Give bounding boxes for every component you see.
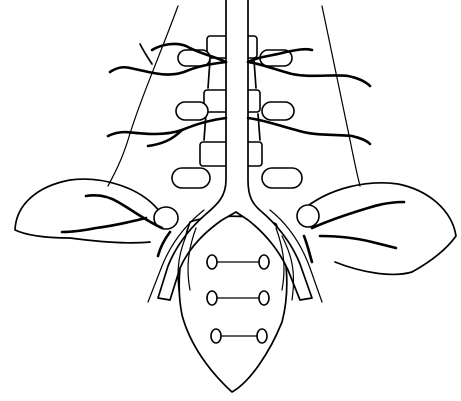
lumbar-artery-l1c bbox=[140, 44, 152, 64]
iliolumbar-artery-right-c bbox=[304, 236, 312, 262]
foramen-r2 bbox=[259, 291, 269, 305]
iliac-wing-left bbox=[15, 179, 160, 243]
lumbar-artery-r1 bbox=[248, 62, 370, 86]
lumbar-artery-l2 bbox=[108, 118, 226, 136]
transverse-process-r2 bbox=[262, 102, 294, 120]
iliolumbar-artery-right-b bbox=[320, 236, 396, 248]
lumbar-artery-r2 bbox=[248, 118, 370, 144]
iliac-wing-right bbox=[300, 183, 456, 275]
foramen-r1 bbox=[259, 255, 269, 269]
transverse-process-l1 bbox=[178, 50, 210, 66]
iliolumbar-artery-right bbox=[312, 202, 404, 228]
iliolumbar-artery-left-b bbox=[62, 218, 146, 232]
foramen-l2 bbox=[207, 291, 217, 305]
sacroiliac-joint-right bbox=[297, 205, 319, 227]
foramen-l3 bbox=[211, 329, 221, 343]
foramen-r3 bbox=[257, 329, 267, 343]
psoas-outline-left bbox=[108, 6, 178, 186]
transverse-process-r3 bbox=[262, 168, 302, 188]
psoas-outline-right bbox=[322, 6, 360, 186]
foramen-l1 bbox=[207, 255, 217, 269]
transverse-process-l3 bbox=[172, 168, 210, 188]
transverse-process-l2 bbox=[176, 102, 208, 120]
